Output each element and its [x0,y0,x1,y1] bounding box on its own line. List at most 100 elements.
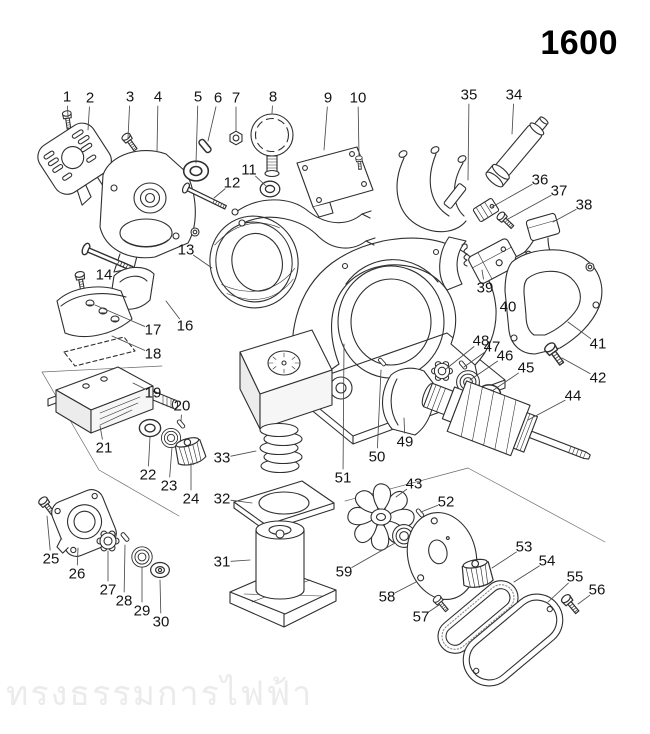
leader-line-42 [561,357,591,375]
model-number: 1600 [540,24,618,62]
leader-line-25 [46,515,51,551]
leader-line-3 [127,105,130,139]
part-number-13: 13 [178,242,195,259]
part-35-cable [396,146,467,233]
leader-line-58 [394,581,417,594]
part-17-blade-cover [56,270,133,338]
part-44-armature [421,380,591,460]
part-number-20: 20 [174,398,191,415]
part-number-53: 53 [516,539,533,556]
leader-line-33 [230,450,257,457]
part-number-52: 52 [438,494,455,511]
part-number-10: 10 [350,90,367,107]
part-number-40: 40 [500,299,517,316]
part-number-49: 49 [397,434,414,451]
leader-line-10 [357,106,360,157]
part-52-pin [415,507,425,519]
leader-line-48 [445,346,475,370]
leader-line-11 [255,175,267,187]
part-number-46: 46 [497,348,514,365]
part-5-washer [182,160,210,182]
part-21-cutter-block [47,366,179,434]
part-number-47: 47 [484,339,501,356]
part-number-42: 42 [590,370,607,387]
watermark-text: ทรงธรรมการไฟฟ้า [6,675,314,713]
part-number-30: 30 [153,614,170,631]
leader-line-51 [342,343,345,470]
part-7-nut [229,130,243,146]
leader-line-52 [420,504,439,513]
leader-line-57 [428,604,440,613]
leader-line-47 [463,351,486,368]
part-number-12: 12 [224,175,241,192]
part-number-8: 8 [269,89,277,106]
part-number-7: 7 [232,90,240,107]
leader-line-6 [207,106,217,142]
leader-line-18 [111,335,146,351]
leader-line-35 [467,103,470,181]
part-number-36: 36 [532,172,549,189]
part-22-washer [138,418,162,438]
part-number-6: 6 [214,90,222,107]
part-number-25: 25 [43,551,60,568]
part-number-14: 14 [96,267,113,284]
part-number-1: 1 [63,89,71,106]
leader-line-4 [156,105,159,153]
part-number-3: 3 [126,89,134,106]
part-9-cover-plate [296,146,374,218]
leader-line-46 [469,360,499,381]
leader-line-45 [491,372,519,392]
leader-line-23 [169,446,173,478]
part-number-27: 27 [100,582,117,599]
part-36-plate [472,198,500,222]
part-41-rear-handle [504,249,603,355]
leader-line-50 [376,369,382,449]
part-4-bearing-box [99,150,196,273]
part-number-56: 56 [589,582,606,599]
part-32-plate [233,480,335,532]
part-34-handle-tube [485,116,549,188]
leader-line-21 [99,425,103,440]
highlight-arrow [14,299,58,317]
leader-line-53 [491,551,517,569]
leader-line-26 [76,547,79,566]
part-number-22: 22 [140,467,157,484]
part-number-55: 55 [567,569,584,586]
leader-line-22 [148,436,151,467]
part-number-44: 44 [565,388,582,405]
leader-line-17 [94,304,146,327]
part-8-knob [250,113,294,178]
part-number-5: 5 [194,89,202,106]
part-number-17: 17 [145,322,162,339]
part-number-19: 19 [145,385,162,402]
part-37-screw [495,210,517,231]
leader-line-55 [547,582,569,603]
part-number-23: 23 [161,478,178,495]
part-number-9: 9 [324,90,332,107]
part-number-4: 4 [154,89,162,106]
part-43-fan [347,483,415,551]
leader-line-28 [123,544,126,593]
part-30-washer [150,561,170,579]
leader-line-13 [192,254,213,269]
part-number-41: 41 [590,336,607,353]
part-28-pin [119,531,131,543]
part-number-38: 38 [576,197,593,214]
part-6-pin [197,137,213,155]
part-49-deflector [381,367,435,436]
leader-line-9 [323,106,328,151]
part-55-belt-cover [462,593,564,687]
part-number-26: 26 [69,566,86,583]
leader-line-16 [165,300,180,320]
part-number-35: 35 [461,87,478,104]
part-number-58: 58 [379,589,396,606]
part-number-59: 59 [336,564,353,581]
part-54-belt [437,580,519,654]
part-3-screw [120,131,140,153]
part-number-32: 32 [214,491,231,508]
part-number-16: 16 [177,318,194,335]
leader-line-1 [67,105,69,118]
